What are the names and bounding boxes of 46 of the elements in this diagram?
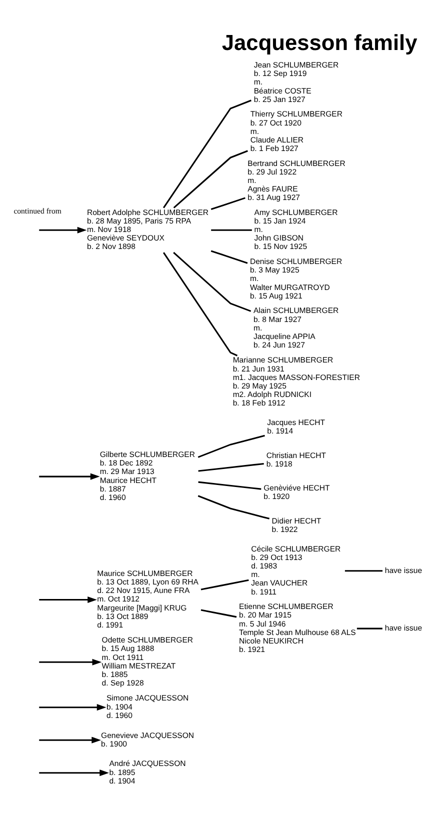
node-text: André JACQUESSON b. 1895 d. 1904 [109,759,186,786]
label: continued from [14,206,62,216]
node-text: Denise SCHLUMBERGER b. 3 May 1925 m. Walter MURGATROYD b. 15 Aug 1921 [250,257,342,300]
connector [200,579,249,590]
node-text: Cécile SCHLUMBERGER b. 29 Oct 1913 d. 1983 m. Jean VAUCHER b. 1911 [251,544,341,596]
connector [198,481,262,490]
connector [162,100,252,208]
arrow [39,736,102,744]
node-text: Christian HECHT b. 1918 [266,450,326,468]
arrow [39,704,106,711]
node-text: Jean SCHLUMBERGER b. 12 Sep 1919 m. Béatrice COSTE b. 25 Jan 1927 [254,60,339,104]
node-text: Amy SCHLUMBERGER b. 15 Jan 1924 m. John GIBSON b. 15 Nov 1925 [254,208,338,252]
arrow [39,226,87,234]
node-text: Genèviéve HECHT b. 1920 [264,484,330,502]
connector [344,570,383,572]
node-text: Jacques HECHT b. 1914 [267,418,326,436]
arrow [39,596,97,604]
connector [211,229,252,231]
node-text: Simone JACQUESSON b. 1904 d. 1960 [106,694,189,720]
arrow [39,658,102,666]
node-text: Didier HECHT b. 1922 [272,516,322,534]
connector [210,197,246,210]
node-text: have issue [384,624,422,633]
node-text: Odette SCHLUMBERGER b. 15 Aug 1888 m. Oct 1911 William MESTREZAT b. 1885 d. Sep 1928 [102,636,194,688]
connector [173,252,252,312]
connector [198,462,264,472]
arrow [39,770,109,776]
node-text: Maurice SCHLUMBERGER b. 13 Oct 1889, Lyon 69 RHA d. 22 Nov 1915, Aune FRA m. Oct 1912 Margeurite [Maggi] KRUG b. 13 Oct 1889 d. 1991 [97,568,199,630]
node-text: Bertrand SCHLUMBERGER b. 29 Jul 1922 m. Agnès FAURE b. 31 Aug 1927 [248,158,346,202]
connector [173,150,248,208]
node-text: Genevieve JACQUESSON b. 1900 [101,730,194,748]
connector [210,250,248,264]
node-text: Robert Adolphe SCHLUMBERGER b. 28 May 1895, Paris 75 RPA m. Nov 1918 Geneviève SEYDOUX b. 2 Nov 1898 [87,208,209,252]
arrow [39,473,100,480]
connector [356,628,382,630]
diagram-title: Jacquesson family [222,30,418,55]
connector [200,609,237,618]
connector [198,495,270,520]
connector [198,434,265,458]
node-text: Gilberte SCHLUMBERGER b. 18 Dec 1892 m. 29 Mar 1913 Maurice HECHT b. 1887 d. 1960 [100,450,196,502]
node-text: Marianne SCHLUMBERGER b. 21 Jun 1931 m1. Jacques MASSON-FORESTIER b. 29 May 1925 m2. Adolph RUDNICKI b. 18 Feb 1912 [232,356,360,408]
node-text: Thierry SCHLUMBERGER b. 27 Oct 1920 m. Claude ALLIER b. 1 Feb 1927 [250,110,342,153]
node-text: Alain SCHLUMBERGER b. 8 Mar 1927 m. Jacqueline APPIA b. 24 Jun 1927 [253,306,339,350]
node-text: have issue [384,566,422,575]
connector [162,252,238,356]
node-text: Etienne SCHLUMBERGER b. 20 Mar 1915 m. 5 Jul 1946 Temple St Jean Mulhouse 68 ALS Nicole NEUKIRCH b. 1921 [239,602,356,654]
